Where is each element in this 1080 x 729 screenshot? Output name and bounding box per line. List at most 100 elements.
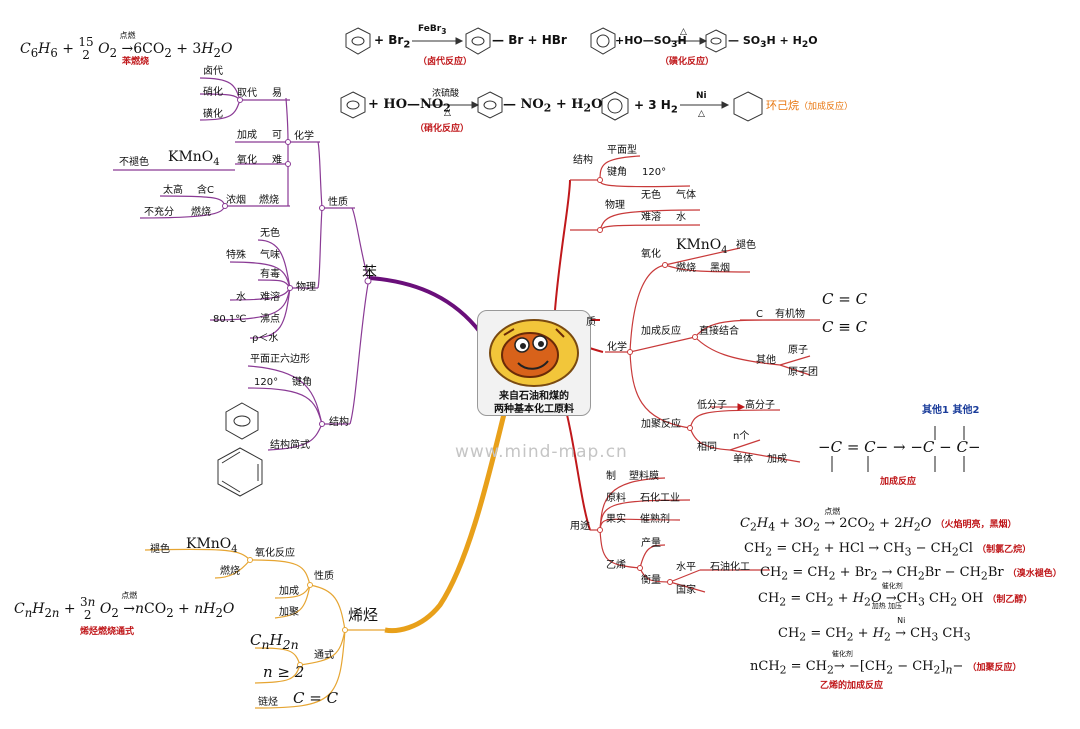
eth-gas: 气体 [676,190,696,201]
benzene-smoke: 浓烟 [226,195,246,206]
phys-colorless: 无色 [260,228,280,239]
olefin-props[interactable]: 性质 [314,571,334,582]
eth-double-bond: C = C [822,290,868,308]
olefin-n-range: n ≥ 2 [263,663,305,681]
eth-add: 加成 [767,454,787,465]
olefin-formula: CnH2n [250,631,299,652]
use-fruit: 果实 [606,514,626,525]
watermark: www.mind-map.cn [455,442,628,462]
use-plastic: 塑料膜 [629,471,659,482]
eth-structure[interactable]: 结构 [573,155,593,166]
benzene-burn2: 燃烧 [191,207,211,218]
nitration-product: — NO2 + H2O [503,97,603,115]
phys-bp: 沸点 [260,314,280,325]
eth-monomer: 单体 [733,454,753,465]
eth-other: 其他 [756,355,776,366]
benzene-no-fade: 不褪色 [119,157,149,168]
eth-triple-bond: C ≡ C [822,318,868,336]
eth-low-mol: 低分子 [697,400,727,411]
use-ethylene: 乙烯 [606,560,626,571]
eth-burn: 燃烧 [676,263,696,274]
phys-bp-value: 80.1℃ [213,314,247,325]
phys-density: ρ＜水 [252,333,279,344]
use-petro: 石化工业 [640,493,680,504]
structure-shape: 平面正六边形 [250,354,310,365]
center-line1: 来自石油和煤的 [499,391,569,402]
structure-formula-label: 结构简式 [270,440,310,451]
eth-addition: 加成反应 [641,326,681,337]
mascot-icon [489,319,579,387]
eth-insoluble: 难溶 [641,212,661,223]
eq-br2: CH2 = CH2 + Br2 → CH2Br − CH2Br （溴水褪色） [760,565,1062,583]
halogenation-reagent: + Br2 [374,33,411,51]
benzene-too-high: 太高 [163,185,183,196]
use-country: 国家 [676,585,696,596]
eq-hcl: CH2 = CH2 + HCl → CH3 − CH2Cl （制氯乙烷） [744,541,1032,559]
halogenation-caption: （卤代反应） [418,57,473,67]
halogenation-catalyst: FeBr3 [418,24,447,36]
sulfonation-reagent: +HO—SO3H [615,34,687,51]
center-node[interactable]: 来自石油和煤的 两种基本化工原料 [477,310,591,416]
benzene-branch[interactable]: 苯 [362,263,378,281]
nitration-caption: （硝化反应） [415,124,470,134]
eth-props-stub: 质 [586,317,596,328]
benzene-structure[interactable]: 结构 [329,417,349,428]
eth-uses[interactable]: 用途 [570,521,590,532]
hydrogenation-catalyst: Ni [696,91,707,101]
eth-oxidation: 氧化 [641,249,661,260]
eth-direct: 直接结合 [699,326,739,337]
benzene-kmno4: KMnO4 [168,149,220,168]
substitution-ease: 易 [272,88,282,99]
addition-ease: 可 [272,130,282,141]
oxidation-label: 氧化 [237,155,257,166]
eth-colorless: 无色 [641,190,661,201]
eth-phys[interactable]: 物理 [605,200,625,211]
benzene-chem[interactable]: 化学 [294,131,314,142]
use-level: 水平 [676,562,696,573]
eth-planar: 平面型 [607,145,637,156]
halogenation-product: — Br + HBr [492,33,567,47]
phys-water: 水 [236,292,246,303]
olefin-kmno4: KMnO4 [186,536,238,555]
structure-angle-value: 120° [254,377,279,388]
phys-insoluble: 难溶 [260,292,280,303]
eth-black-smoke: 黑烟 [710,263,730,274]
olefin-branch[interactable]: 烯烃 [348,606,379,624]
sulfonation-caption: （磺化反应） [660,57,715,67]
addition-label: 加成 [237,130,257,141]
eth-angle-label: 键角 [607,167,627,178]
sub-item-halogen: 卤代 [203,66,223,77]
sub-item-sulfo: 磺化 [203,109,223,120]
olefin-general[interactable]: 通式 [314,650,334,661]
olefin-combustion-caption: 烯烃燃烧通式 [80,627,135,637]
nitration-reagent: + HO—NO2 [368,97,451,115]
addition-diagram: −C = C− → −C − C− [818,438,981,456]
nitration-catalyst: 浓硫酸 [432,89,460,99]
eth-chem[interactable]: 化学 [607,342,627,353]
eth-same: 相同 [697,442,717,453]
addition-diagram-caption: 加成反应 [880,477,917,487]
hydrogenation-reagent: + 3 H2 [634,98,678,116]
phys-smell-note: 特殊 [226,250,246,261]
olefin-addition: 加成 [279,586,299,597]
eth-polymer: 加聚反应 [641,419,681,430]
phys-smell: 气味 [260,250,280,261]
olefin-burn: 燃烧 [220,566,240,577]
benzene-burn: 燃烧 [259,195,279,206]
center-line2: 两种基本化工原料 [494,404,574,415]
olefin-bond-label: 链烃 [258,697,278,708]
sulfonation-condition: △ [680,27,687,37]
benzene-phys[interactable]: 物理 [296,282,316,293]
eth-organic: 有机物 [775,309,805,320]
benzene-carbon: 含C [197,185,214,196]
benzene-ring-icon [225,402,259,440]
benzene-combustion-caption: 苯燃烧 [122,57,150,67]
eth-kmno4: KMnO4 [676,237,728,256]
eq-h2: CH2 = CH2 + H2 →Ni CH3 CH3 [778,616,971,644]
benzene-props[interactable]: 性质 [328,197,348,208]
use-ripen: 催熟剂 [640,514,670,525]
